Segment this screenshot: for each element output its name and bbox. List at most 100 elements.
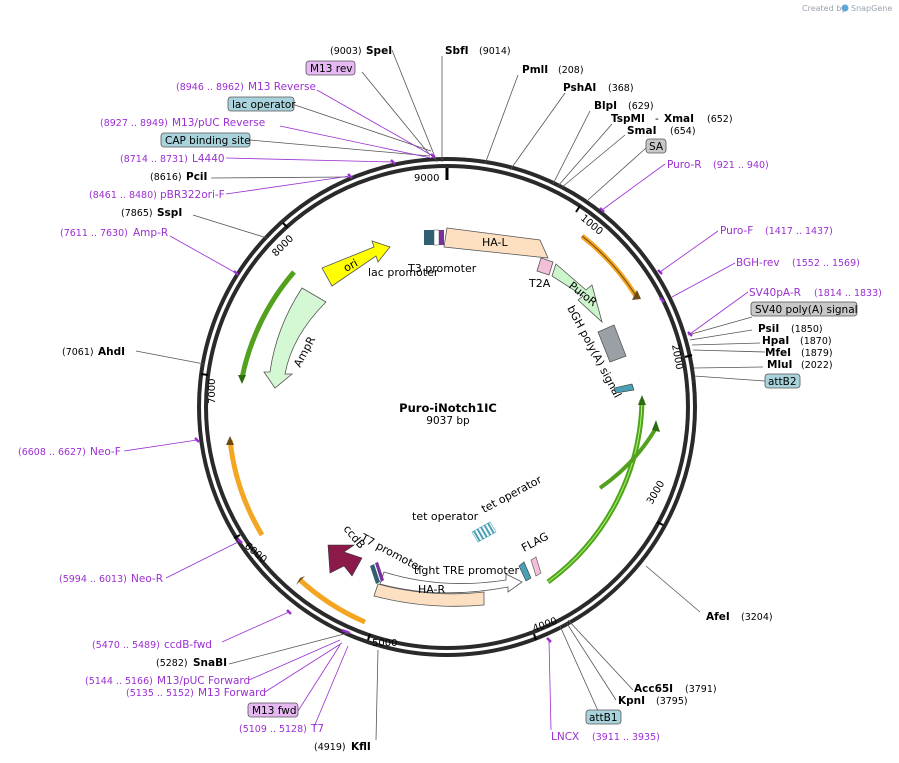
primer-puro-f[interactable]: Puro-F (1417 .. 1437)	[720, 225, 833, 237]
site-acc65i-name: Acc65I	[634, 683, 673, 695]
tick-5000: 5000	[372, 638, 397, 649]
primer-neo-f-pos: (6608 .. 6627)	[18, 447, 86, 458]
site-pshai[interactable]: PshAI (368)	[563, 82, 634, 94]
site-sspi-pos: (7865)	[121, 208, 153, 219]
site-sspi[interactable]: (7865) SspI	[121, 207, 182, 219]
primer-sv40pa-r[interactable]: SV40pA-R (1814 .. 1833)	[749, 287, 882, 299]
primer-m13-forward-name: M13 Forward	[198, 687, 266, 699]
site-kpni[interactable]: KpnI (3795)	[618, 695, 688, 707]
box-m13-rev-label: M13 rev	[310, 63, 353, 75]
primer-bgh-rev[interactable]: BGH-rev (1552 .. 1569)	[736, 257, 860, 269]
site-blpi-name: BlpI	[594, 100, 617, 112]
site-tspmi-pos: (652)	[707, 114, 733, 125]
tick-2000: 2000	[669, 344, 684, 371]
site-spei[interactable]: (9003) SpeI	[330, 45, 392, 57]
site-kfli[interactable]: (4919) KflI	[314, 741, 371, 753]
primer-puro-r-name: Puro-R	[667, 159, 702, 171]
primer-m13puc-reverse-pos: (8927 .. 8949)	[100, 118, 168, 129]
site-afei-name: AfeI	[706, 611, 730, 623]
primer-l4440-name: L4440	[192, 153, 225, 165]
backbone-outer	[197, 157, 697, 657]
primer-neo-r[interactable]: (5994 .. 6013) Neo-R	[59, 573, 163, 585]
primer-puro-r[interactable]: Puro-R (921 .. 940)	[667, 159, 769, 171]
flag-feature: FLAG	[518, 530, 551, 582]
primer-m13-reverse[interactable]: (8946 .. 8962) M13 Reverse	[176, 81, 316, 93]
primer-puro-r-pos: (921 .. 940)	[713, 160, 769, 171]
primer-pbr322ori[interactable]: (8461 .. 8480) pBR322ori-F	[89, 189, 225, 201]
site-psii-pos: (1850)	[791, 324, 823, 335]
ha-l-feature: HA-L	[443, 227, 549, 259]
box-m13-rev[interactable]: M13 rev	[305, 60, 356, 76]
site-spei-name: SpeI	[366, 45, 392, 57]
site-spei-pos: (9003)	[330, 46, 362, 57]
site-blpi[interactable]: BlpI (629)	[594, 100, 654, 112]
site-ahdi-pos: (7061)	[62, 347, 94, 358]
tet-operator-feature: tet operator tet operator	[412, 473, 544, 543]
primer-m13-forward[interactable]: (5135 .. 5152) M13 Forward	[126, 687, 266, 699]
box-m13-fwd[interactable]: M13 fwd	[247, 702, 299, 718]
box-sv40-polya[interactable]: SV40 poly(A) signal	[750, 301, 858, 317]
tre-label: tight TRE promoter	[414, 564, 519, 577]
site-acc65i[interactable]: Acc65I (3791)	[634, 683, 717, 695]
box-attb2-label: attB2	[768, 376, 797, 388]
site-psii-name: PsiI	[758, 323, 779, 335]
site-pcii-name: PciI	[186, 171, 207, 183]
site-acc65i-pos: (3791)	[685, 684, 717, 695]
primer-amp-r-name: Amp-R	[133, 227, 168, 239]
site-snabi[interactable]: (5282) SnaBI	[156, 657, 227, 669]
ha-r-label: HA-R	[418, 583, 446, 596]
primer-neo-r-pos: (5994 .. 6013)	[59, 574, 127, 585]
ha-l-label: HA-L	[482, 236, 509, 249]
box-m13-fwd-label: M13 fwd	[252, 705, 297, 717]
primer-l4440[interactable]: (8714 .. 8731) L4440	[120, 153, 225, 165]
site-tspmi-xmai[interactable]: TspMI - XmaI (652)	[611, 113, 733, 125]
brand-name: SnapGene	[851, 4, 892, 13]
ha-r-feature: HA-R	[373, 583, 485, 607]
site-psii[interactable]: PsiI (1850)	[758, 323, 823, 335]
notch-orf-arc-2	[598, 426, 658, 490]
site-pcii[interactable]: (8616) PciI	[150, 171, 207, 183]
site-kfli-name: KflI	[351, 741, 371, 753]
site-snabi-name: SnaBI	[193, 657, 227, 669]
tick-7000: 7000	[207, 379, 218, 404]
brand-prefix: Created by	[802, 4, 846, 13]
site-hpai[interactable]: HpaI (1870)	[762, 335, 832, 347]
box-attb1-label: attB1	[589, 712, 618, 724]
site-blpi-pos: (629)	[628, 101, 654, 112]
site-sbfi-pos: (9014)	[479, 46, 511, 57]
primer-m13-reverse-pos: (8946 .. 8962)	[176, 82, 244, 93]
box-lac-operator[interactable]: lac operator	[227, 96, 296, 112]
primer-m13puc-forward[interactable]: (5144 .. 5166) M13/pUC Forward	[85, 675, 250, 687]
primer-ccdb-fwd-name: ccdB-fwd	[164, 639, 212, 651]
bgh-feature: bGH poly(A) signal	[564, 303, 627, 400]
site-pmli[interactable]: PmlI (208)	[522, 64, 584, 76]
primer-lncx[interactable]: LNCX (3911 .. 3935)	[551, 731, 660, 743]
primer-t7[interactable]: (5109 .. 5128) T7	[239, 723, 324, 735]
box-attb1[interactable]: attB1	[585, 709, 622, 725]
tet-operator-label-2: tet operator	[479, 473, 544, 516]
site-sbfi[interactable]: SbfI (9014)	[445, 45, 511, 57]
primer-puro-f-pos: (1417 .. 1437)	[765, 226, 833, 237]
site-smai[interactable]: SmaI (654)	[627, 125, 696, 137]
primer-neo-f[interactable]: (6608 .. 6627) Neo-F	[18, 446, 121, 458]
box-attb2[interactable]: attB2	[764, 373, 801, 389]
attb2-marker	[613, 383, 635, 394]
site-afei[interactable]: AfeI (3204)	[706, 611, 773, 623]
ori-label: ori	[341, 256, 360, 274]
primer-t7-pos: (5109 .. 5128)	[239, 724, 307, 735]
primer-m13puc-reverse[interactable]: (8927 .. 8949) M13/pUC Reverse	[100, 117, 265, 129]
primer-sv40pa-r-pos: (1814 .. 1833)	[814, 288, 882, 299]
primer-amp-r[interactable]: (7611 .. 7630) Amp-R	[60, 227, 168, 239]
box-cap-binding-site[interactable]: CAP binding site	[160, 132, 251, 148]
site-mfei-pos: (1879)	[801, 348, 833, 359]
site-ahdi-name: AhdI	[98, 346, 125, 358]
site-hpai-pos: (1870)	[800, 336, 832, 347]
primer-ccdb-fwd[interactable]: (5470 .. 5489) ccdB-fwd	[92, 639, 212, 651]
primer-ccdb-fwd-pos: (5470 .. 5489)	[92, 640, 160, 651]
site-mlui[interactable]: MluI (2022)	[767, 359, 833, 371]
tick-1000: 1000	[578, 213, 605, 238]
site-mfei[interactable]: MfeI (1879)	[765, 347, 833, 359]
box-sa[interactable]: SA	[645, 138, 667, 154]
site-ahdi[interactable]: (7061) AhdI	[62, 346, 125, 358]
